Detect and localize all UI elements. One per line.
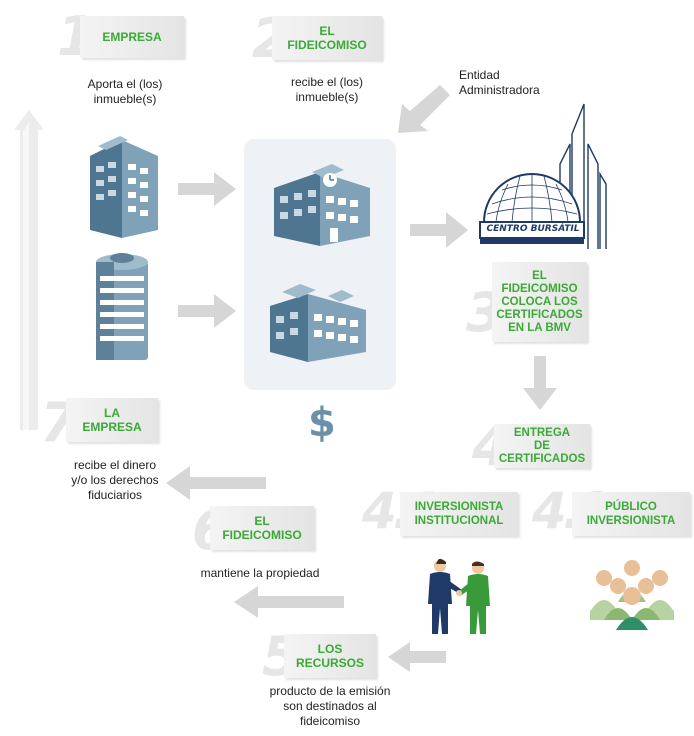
arrow-left-icon bbox=[388, 642, 446, 672]
entidad-administradora-label: Entidad Administradora bbox=[459, 68, 540, 97]
dollar-icon: $ bbox=[308, 400, 336, 446]
trust-second-building-icon bbox=[270, 284, 366, 362]
step-7-description: recibe el dinero y/o los derechos fiduci… bbox=[71, 458, 159, 502]
return-vertical-arrow-icon bbox=[14, 110, 44, 430]
step-2-title: EL FIDEICOMISO bbox=[272, 16, 382, 60]
step-1-description: Aporta el (los) inmueble(s) bbox=[87, 77, 163, 106]
arrow-down-icon bbox=[523, 356, 557, 410]
handshake-investors-icon bbox=[428, 558, 490, 634]
step-4-1-title: INVERSIONISTA INSTITUCIONAL bbox=[400, 492, 518, 536]
step-2-description: recibe el (los) inmueble(s) bbox=[290, 75, 364, 104]
trust-clock-building-icon bbox=[274, 164, 370, 246]
company-office-building-icon bbox=[90, 136, 158, 238]
arrow-right-icon bbox=[410, 212, 468, 248]
step-5-title: LOS RECURSOS bbox=[284, 634, 376, 678]
arrow-left-icon bbox=[234, 586, 344, 618]
arrow-left-icon bbox=[166, 466, 266, 500]
arrow-right-icon bbox=[178, 294, 236, 328]
step-3-title: EL FIDEICOMISO COLOCA LOS CERTIFICADOS E… bbox=[492, 262, 587, 342]
step-6-description: mantiene la propiedad bbox=[200, 566, 320, 580]
entidad-arrow-icon bbox=[398, 85, 450, 133]
step-4-title: ENTREGA DE CERTIFICADOS bbox=[494, 424, 590, 468]
company-tower-building-icon bbox=[96, 253, 148, 360]
step-5-description: producto de la emisión son destinados al… bbox=[269, 684, 391, 728]
step-7-title: LA EMPRESA bbox=[66, 398, 158, 442]
step-4-2-title: PÚBLICO INVERSIONISTA bbox=[572, 492, 690, 536]
arrow-right-icon bbox=[178, 172, 236, 206]
step-1-title: EMPRESA bbox=[80, 16, 184, 58]
centro-bursatil-label: CENTRO BURSÁTIL bbox=[486, 224, 580, 234]
centro-bursatil-building-icon bbox=[479, 103, 607, 249]
public-investors-group-icon bbox=[590, 560, 674, 630]
step-6-title: EL FIDEICOMISO bbox=[210, 506, 314, 550]
